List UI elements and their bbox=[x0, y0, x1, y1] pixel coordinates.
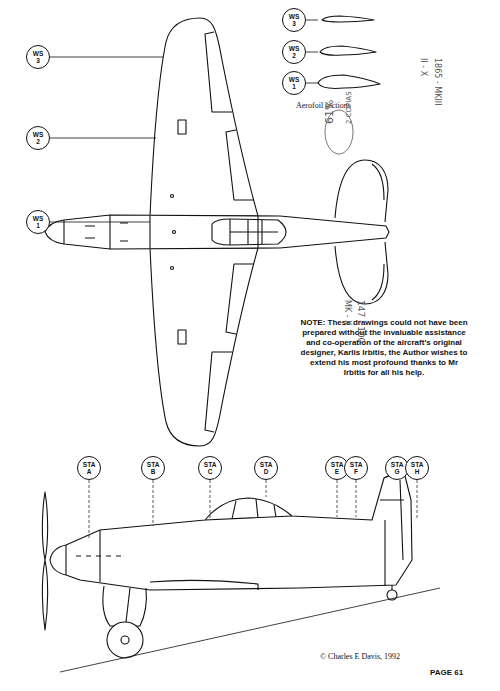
handwritten-note: MK - X bbox=[342, 300, 352, 326]
handwritten-note: 61% bbox=[323, 100, 337, 124]
page-number: PAGE 61 bbox=[430, 668, 490, 678]
callout-number: STA H bbox=[411, 461, 423, 475]
callout-number: WS 1 bbox=[33, 215, 43, 229]
callout-circle: WS 1 bbox=[282, 71, 306, 95]
callout-number: WS 2 bbox=[33, 131, 43, 145]
callout-number: WS 2 bbox=[289, 45, 299, 59]
callout-circle: WS 2 bbox=[282, 40, 306, 64]
callout-number: STA B bbox=[147, 461, 159, 475]
handwritten-note: II - X bbox=[418, 58, 428, 76]
copyright: © Charles E Davis, 1992 bbox=[320, 652, 450, 662]
callout-number: STA G bbox=[391, 461, 403, 475]
propeller bbox=[42, 492, 47, 630]
upper-wing bbox=[150, 18, 258, 216]
callout-number: STA A bbox=[83, 461, 95, 475]
callout-circle: STA F bbox=[344, 456, 368, 480]
callout-number: STA F bbox=[350, 461, 362, 475]
tailplane bbox=[335, 160, 388, 222]
callout-circle: WS 3 bbox=[282, 8, 306, 32]
callout-circle: STA C bbox=[198, 456, 222, 480]
callout-circle: WS 2 bbox=[26, 126, 50, 150]
handwritten-note: 2 COPIAS bbox=[345, 91, 354, 124]
callout-circle: WS 3 bbox=[26, 45, 50, 69]
callout-number: STA E bbox=[331, 461, 343, 475]
callout-circle: WS 1 bbox=[26, 210, 50, 234]
lower-wing bbox=[150, 248, 258, 446]
callout-circle: STA H bbox=[405, 456, 429, 480]
handwritten-note: 147 - 100 bbox=[355, 300, 366, 343]
fuselage-plan bbox=[45, 215, 389, 249]
callout-number: WS 3 bbox=[289, 13, 299, 27]
note-text: NOTE: These drawings could not have been… bbox=[300, 318, 468, 378]
callout-circle: STA B bbox=[141, 456, 165, 480]
handwritten-note: 1865 - MKIII bbox=[432, 58, 442, 106]
fuselage-side bbox=[50, 474, 412, 590]
callout-number: STA C bbox=[204, 461, 216, 475]
callout-number: STA D bbox=[260, 461, 272, 475]
callout-number: WS 1 bbox=[289, 76, 299, 90]
callout-circle: STA D bbox=[254, 456, 278, 480]
callout-number: WS 3 bbox=[33, 50, 43, 64]
callout-circle: STA A bbox=[77, 456, 101, 480]
